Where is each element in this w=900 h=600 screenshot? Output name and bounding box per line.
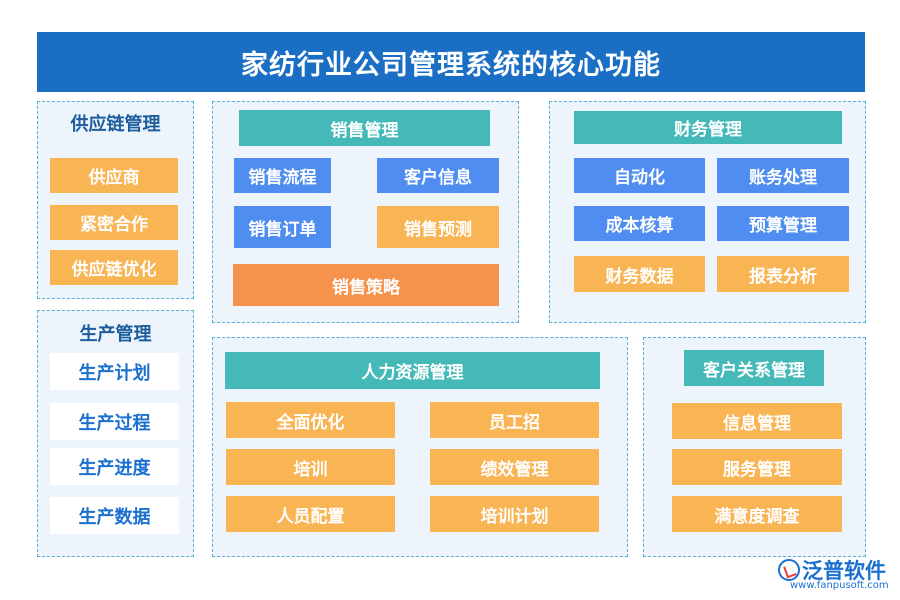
production-panel: 生产管理 生产计划 生产过程 生产进度 生产数据: [37, 310, 194, 557]
company-logo: 泛普软件: [778, 555, 886, 585]
supply-chain-item-cooperation: 紧密合作: [50, 205, 178, 240]
sales-item-customer-info: 客户信息: [377, 158, 499, 193]
hr-title: 人力资源管理: [225, 352, 600, 389]
finance-item-report: 报表分析: [717, 256, 849, 292]
supply-chain-item-supplier: 供应商: [50, 158, 178, 193]
finance-item-accounting: 账务处理: [717, 158, 849, 193]
finance-item-automation: 自动化: [574, 158, 705, 193]
sales-item-forecast: 销售预测: [377, 206, 499, 248]
hr-panel: 人力资源管理 全面优化 员工招 培训 绩效管理 人员配置 培训计划: [212, 337, 628, 557]
finance-item-cost: 成本核算: [574, 206, 705, 241]
crm-item-info: 信息管理: [672, 403, 842, 439]
crm-item-service: 服务管理: [672, 449, 842, 485]
hr-item-recruitment: 员工招: [430, 402, 599, 438]
finance-panel: 财务管理 自动化 账务处理 成本核算 预算管理 财务数据 报表分析: [549, 101, 866, 323]
diagram-title: 家纺行业公司管理系统的核心功能: [241, 49, 661, 81]
hr-item-training: 培训: [226, 449, 395, 485]
production-item-process: 生产过程: [50, 403, 179, 440]
hr-item-training-plan: 培训计划: [430, 496, 599, 532]
hr-item-optimization: 全面优化: [226, 402, 395, 438]
logo-icon: [778, 559, 800, 581]
sales-item-process: 销售流程: [234, 158, 331, 193]
hr-item-staffing: 人员配置: [226, 496, 395, 532]
supply-chain-item-optimization: 供应链优化: [50, 250, 178, 285]
production-item-plan: 生产计划: [50, 353, 179, 390]
sales-item-order: 销售订单: [234, 206, 331, 248]
crm-item-satisfaction: 满意度调查: [672, 496, 842, 532]
finance-item-data: 财务数据: [574, 256, 705, 292]
crm-panel: 客户关系管理 信息管理 服务管理 满意度调查: [643, 337, 866, 557]
supply-chain-title: 供应链管理: [70, 114, 161, 135]
sales-item-strategy: 销售策略: [233, 264, 499, 306]
sales-title: 销售管理: [239, 110, 490, 146]
production-title: 生产管理: [79, 324, 152, 345]
diagram-title-bar: 家纺行业公司管理系统的核心功能: [37, 32, 865, 92]
finance-title: 财务管理: [574, 111, 842, 144]
crm-title: 客户关系管理: [684, 350, 824, 386]
production-item-data: 生产数据: [50, 497, 179, 534]
finance-item-budget: 预算管理: [717, 206, 849, 241]
supply-chain-panel: 供应链管理 供应商 紧密合作 供应链优化: [37, 101, 194, 299]
logo-url: www.fanpusoft.com: [790, 580, 889, 591]
hr-item-performance: 绩效管理: [430, 449, 599, 485]
logo-name: 泛普软件: [802, 559, 886, 583]
sales-panel: 销售管理 销售流程 客户信息 销售订单 销售预测 销售策略: [212, 101, 519, 323]
production-item-progress: 生产进度: [50, 448, 179, 485]
